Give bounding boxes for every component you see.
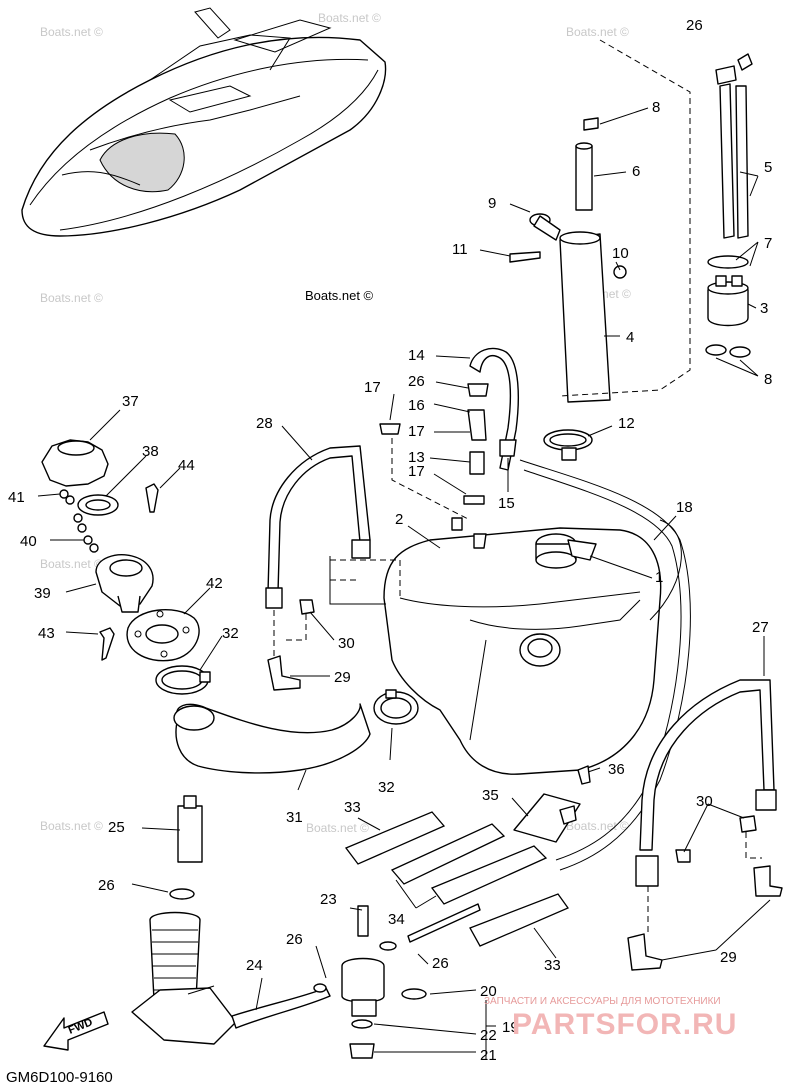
callout-13: 13	[408, 449, 425, 466]
callout-42: 42	[206, 575, 223, 592]
watermark: Boats.net ©	[40, 557, 103, 571]
callout-29a: 29	[334, 669, 351, 686]
small-fittings	[379, 383, 489, 549]
watermark: Boats.net ©	[306, 821, 369, 835]
callout-17a: 17	[364, 379, 381, 396]
callout-26a: 26	[686, 17, 703, 34]
callout-36: 36	[608, 761, 625, 778]
callout-23: 23	[320, 891, 337, 908]
callout-5: 5	[764, 159, 772, 176]
watermark: Boats.net ©	[566, 25, 629, 39]
callout-26b: 26	[408, 373, 425, 390]
callout-7: 7	[764, 235, 772, 252]
callout-35: 35	[482, 787, 499, 804]
callout-19: 19	[502, 1019, 519, 1036]
watermark: Boats.net ©	[40, 25, 103, 39]
watermark: Boats.net ©	[40, 819, 103, 833]
callout-30b: 30	[696, 793, 713, 810]
callout-10: 10	[612, 245, 629, 262]
callout-40: 40	[20, 533, 37, 550]
callout-32a: 32	[222, 625, 239, 642]
callout-3: 3	[760, 300, 768, 317]
callout-26d: 26	[286, 931, 303, 948]
callout-27: 27	[752, 619, 769, 636]
callout-11: 11	[452, 241, 468, 258]
watermark: Boats.net ©	[318, 11, 381, 25]
credit: Boats.net ©	[305, 288, 374, 303]
callout-25: 25	[108, 819, 125, 836]
callout-1: 1	[655, 569, 663, 586]
callout-31: 31	[286, 809, 303, 826]
callout-2: 2	[395, 511, 403, 528]
filler-cap-assembly	[41, 439, 200, 662]
diagram-id: GM6D100-9160	[6, 1069, 113, 1086]
fuel-filter	[705, 53, 753, 358]
callout-22: 22	[480, 1027, 497, 1044]
callout-28: 28	[256, 415, 273, 432]
watermark: Boats.net ©	[566, 819, 629, 833]
callout-38: 38	[142, 443, 159, 460]
callout-34: 34	[388, 911, 405, 928]
callout-18: 18	[676, 499, 693, 516]
callout-8b: 8	[764, 371, 772, 388]
leader-lines	[37, 107, 771, 1060]
callout-33a: 33	[344, 799, 361, 816]
callout-9: 9	[488, 195, 496, 212]
partsfor-stamp: ЗАПЧАСТИ И АКСЕССУАРЫ ДЛЯ МОТОТЕХНИКИ PA…	[484, 996, 737, 1041]
callout-41: 41	[8, 489, 25, 506]
bracket-35	[513, 765, 591, 843]
callout-33b: 33	[544, 957, 561, 974]
callout-15: 15	[498, 495, 515, 512]
callout-8a: 8	[652, 99, 660, 116]
callout-labels: 1 2 3 4 5 6 7 8 8 9 10 11 12 13 14 15 16…	[8, 17, 772, 1064]
watermark: Boats.net ©	[40, 291, 103, 305]
callout-12: 12	[618, 415, 635, 432]
forward-arrow: FWD	[43, 1011, 109, 1051]
callout-14: 14	[408, 347, 425, 364]
callout-30a: 30	[338, 635, 355, 652]
callout-37: 37	[122, 393, 139, 410]
callout-17c: 17	[408, 463, 425, 480]
callout-43: 43	[38, 625, 55, 642]
fuel-tank	[329, 519, 682, 775]
filter-bellows	[131, 795, 427, 1059]
vent-hose-14	[469, 347, 519, 471]
stamp-brand: PARTSFOR.RU	[512, 1008, 737, 1041]
callout-26e: 26	[432, 955, 449, 972]
callout-4: 4	[626, 329, 634, 346]
callout-20: 20	[480, 983, 497, 1000]
callout-39: 39	[34, 585, 51, 602]
left-strap-bracket	[265, 445, 371, 691]
callout-29b: 29	[720, 949, 737, 966]
callout-6: 6	[632, 163, 640, 180]
filler-pipe	[509, 117, 627, 461]
callout-32b: 32	[378, 779, 395, 796]
vent-hose	[519, 459, 691, 871]
callout-24: 24	[246, 957, 263, 974]
callout-26c: 26	[98, 877, 115, 894]
foam-pads	[344, 811, 569, 947]
inset-frame	[559, 39, 691, 397]
callout-21: 21	[480, 1047, 497, 1064]
callout-17b: 17	[408, 423, 425, 440]
filler-hose-assembly	[155, 665, 419, 774]
watercraft-overview	[21, 7, 387, 237]
callout-16: 16	[408, 397, 425, 414]
stamp-tagline: ЗАПЧАСТИ И АКСЕССУАРЫ ДЛЯ МОТОТЕХНИКИ	[484, 996, 721, 1007]
callout-44: 44	[178, 457, 195, 474]
right-strap-bracket	[627, 679, 783, 971]
